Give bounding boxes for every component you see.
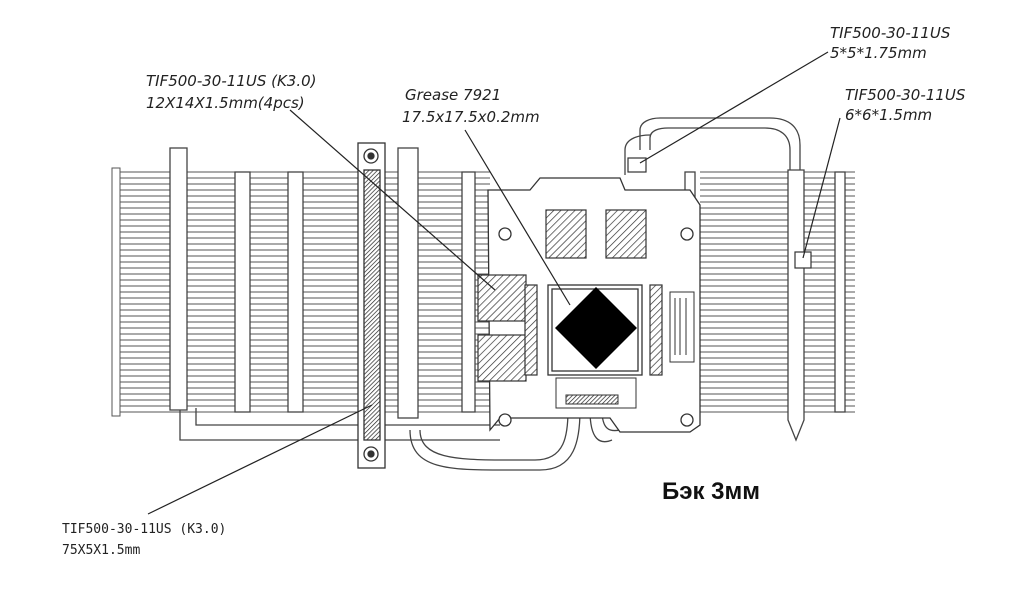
- mounting-bracket: [357, 142, 386, 469]
- pad-strip-callout-line2: 75X5X1.5mm: [62, 543, 141, 558]
- pad-strip-callout-line1: TIF500-30-11US (K3.0): [62, 522, 227, 537]
- leader-lines: [147, 51, 841, 515]
- pad-5x5-callout-line2: 5*5*1.75mm: [830, 44, 927, 62]
- pad-large-callout-line1: TIF500-30-11US (K3.0): [146, 72, 317, 90]
- fin-end-cap: [111, 167, 121, 417]
- grease-diamond: [555, 287, 637, 369]
- pad-large-callout-line2: 12X14X1.5mm(4pcs): [146, 94, 305, 112]
- backplate-note: Бэк 3мм: [662, 478, 761, 505]
- grease-callout-line2: 17.5x17.5x0.2mm: [402, 108, 540, 126]
- pad-6x6-callout-line2: 6*6*1.5mm: [845, 106, 933, 124]
- grease-callout-line1: Grease 7921: [405, 86, 502, 104]
- heatpipes: [179, 117, 801, 471]
- pad-6x6-callout-line1: TIF500-30-11US: [845, 86, 966, 104]
- pad-5x5-callout-line1: TIF500-30-11US: [830, 24, 951, 42]
- component-labels: [555, 291, 695, 409]
